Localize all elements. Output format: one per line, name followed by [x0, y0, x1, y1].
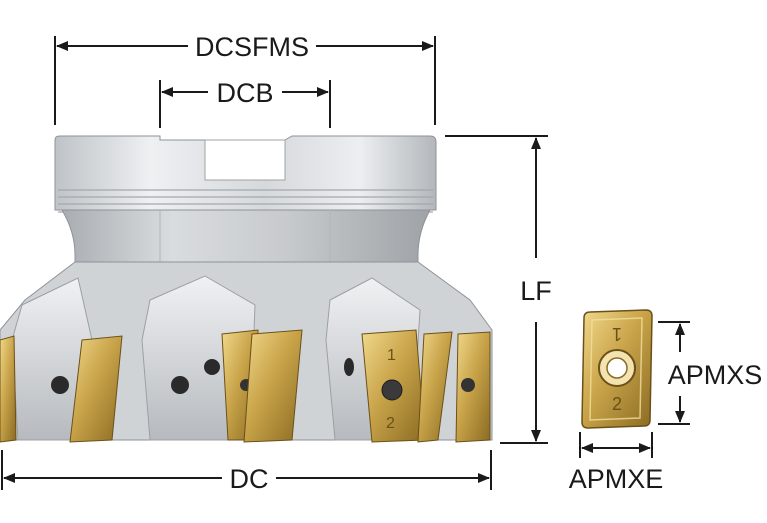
- cutter-body: 1 2: [0, 135, 493, 443]
- apmxe-label: APMXE: [569, 464, 664, 494]
- dimension-apmxe: APMXE: [569, 432, 664, 494]
- dimension-apmxs: APMXS: [658, 321, 763, 425]
- dimension-lf: LF: [445, 135, 552, 444]
- apmxs-label: APMXS: [668, 360, 763, 390]
- insert-bottom-mark: 2: [612, 394, 622, 414]
- dcsfms-label: DCSFMS: [195, 32, 309, 62]
- cutter-insert-5: 1 2: [361, 329, 426, 443]
- dimension-dcsfms: DCSFMS: [54, 32, 436, 125]
- cutter-insert-4: [243, 329, 303, 443]
- cutter-insert-7: [455, 331, 491, 443]
- lf-label: LF: [520, 276, 552, 306]
- cutter-insert-6: [417, 331, 453, 443]
- cutter-insert-5-top-mark: 1: [387, 347, 396, 364]
- cutter-insert-2: [69, 335, 123, 443]
- coolant-hole-1: [51, 376, 69, 394]
- dc-label: DC: [230, 464, 269, 494]
- insert-detail: 1 2: [581, 309, 653, 429]
- cutter-insert-5-bottom-mark: 2: [386, 415, 395, 432]
- dcb-label: DCB: [216, 78, 273, 108]
- drive-slot: [204, 139, 286, 181]
- dimension-dc: DC: [1, 450, 492, 494]
- insert-top-mark: 1: [612, 324, 622, 344]
- coolant-hole-4: [344, 358, 354, 376]
- cutter-insert-1: [0, 335, 17, 443]
- dimension-dcb: DCB: [159, 78, 331, 128]
- coolant-hole-3: [204, 359, 220, 375]
- coolant-hole-2: [171, 376, 189, 394]
